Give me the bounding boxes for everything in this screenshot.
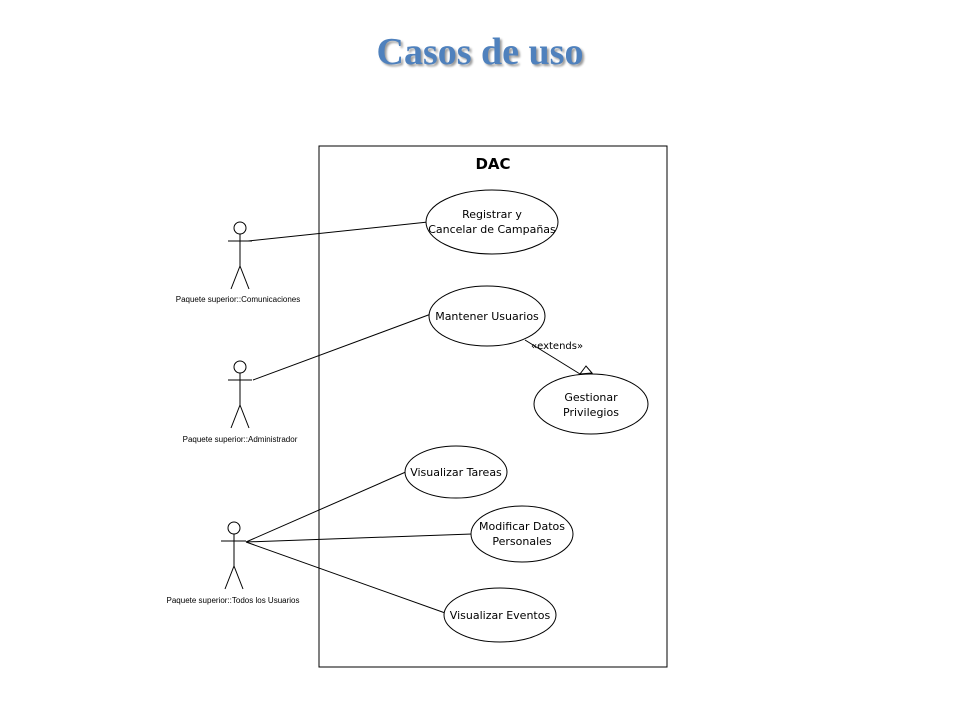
actor-comunicaciones-label: Paquete superior::Comunicaciones [176,295,301,304]
use-case-gestionar-line1: Gestionar [564,391,618,404]
use-case-mantener[interactable]: Mantener Usuarios [428,285,546,347]
association-administrador-mantener [252,313,432,381]
use-case-gestionar[interactable]: Gestionar Privilegios [533,373,649,435]
system-title: DAC [475,155,510,173]
use-case-visualizar-eventos[interactable]: Visualizar Eventos [443,587,557,643]
use-case-registrar-line2: Cancelar de Campañas [428,223,556,236]
slide-title: Casos de uso [376,31,584,73]
use-case-visualizar-tareas[interactable]: Visualizar Tareas [404,445,508,499]
use-case-registrar[interactable]: Registrar y Cancelar de Campañas [425,189,559,255]
actor-todos[interactable] [221,521,246,590]
extends-line [524,339,581,375]
association-todos-visualizar-tareas [245,470,409,543]
use-case-modificar-line1: Modificar Datos [479,520,565,533]
use-case-mantener-line1: Mantener Usuarios [435,310,539,323]
actor-administrador-label: Paquete superior::Administrador [183,435,298,444]
use-case-visualizar-eventos-line1: Visualizar Eventos [450,609,551,622]
actor-todos-label: Paquete superior::Todos los Usuarios [167,596,300,605]
use-case-gestionar-line2: Privilegios [563,406,619,419]
use-case-registrar-line1: Registrar y [462,208,522,221]
use-case-modificar[interactable]: Modificar Datos Personales [470,505,574,563]
use-case-modificar-line2: Personales [492,535,552,548]
extends-arrowhead [578,365,594,375]
actor-comunicaciones[interactable] [228,221,252,290]
association-todos-modificar [245,533,473,543]
actor-administrador[interactable] [228,360,252,429]
association-comunicaciones-registrar [247,221,429,242]
association-todos-visualizar-eventos [245,541,449,615]
system-boundary [318,145,668,668]
extends-label: «extends» [531,341,583,352]
use-case-visualizar-tareas-line1: Visualizar Tareas [410,466,502,479]
